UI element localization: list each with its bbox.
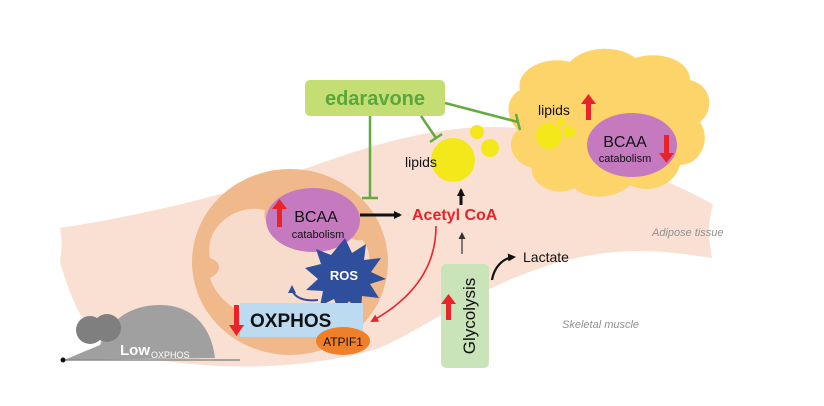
mito-bcaa-up-arrow-icon (272, 199, 287, 227)
ros-starburst (305, 238, 386, 314)
adipose-lipids-label: lipids (538, 102, 570, 118)
glycolysis-up-arrow-icon (441, 294, 456, 320)
ros-to-oxphos-arrow (288, 285, 319, 302)
adipose-bcaa-label: BCAA (603, 134, 647, 151)
adipose-bcaa-ellipse (587, 113, 677, 177)
mito-bcaa-ellipse (266, 188, 360, 252)
atpif1-ellipse (316, 327, 370, 355)
adipose-lipid-droplets (536, 118, 575, 149)
atpif1-label: ATPIF1 (323, 335, 363, 349)
edaravone-box[interactable] (305, 80, 445, 116)
inhibit-lipids-line (419, 115, 438, 139)
mito-catabolism-label: catabolism (292, 229, 345, 241)
adipose-catabolism-label: catabolism (599, 153, 652, 165)
edaravone-label: edaravone (325, 88, 425, 110)
mouse-label-sub: OXPHOS (151, 350, 190, 360)
muscle-lipid-droplets (431, 125, 499, 182)
skeletal-muscle-label: Skeletal muscle (562, 319, 639, 331)
acetylcoa-to-atpif1-arrow (370, 225, 437, 322)
inhibit-adipose-line (444, 101, 519, 124)
inhibition-lines (362, 101, 522, 200)
mouse-illustration (60, 305, 240, 363)
adipose-bcaa-down-arrow-icon (659, 135, 674, 163)
adipose-tissue-label: Adipose tissue (651, 227, 724, 239)
lactate-label: Lactate (523, 249, 569, 265)
glycolysis-to-lactate-arrow (490, 253, 516, 281)
acetyl-coa-label: Acetyl CoA (412, 207, 498, 224)
glycolysis-box (441, 264, 489, 368)
ros-label: ROS (330, 268, 359, 283)
mouse-label-main: Low (120, 342, 150, 359)
oxphos-label: OXPHOS (250, 311, 331, 332)
oxphos-down-arrow-icon (229, 305, 244, 336)
muscle-lipids-label: lipids (405, 154, 437, 170)
glycolysis-label: Glycolysis (460, 278, 479, 355)
adipose-lipids-up-arrow-icon (581, 94, 596, 120)
mito-bcaa-label: BCAA (294, 209, 338, 226)
